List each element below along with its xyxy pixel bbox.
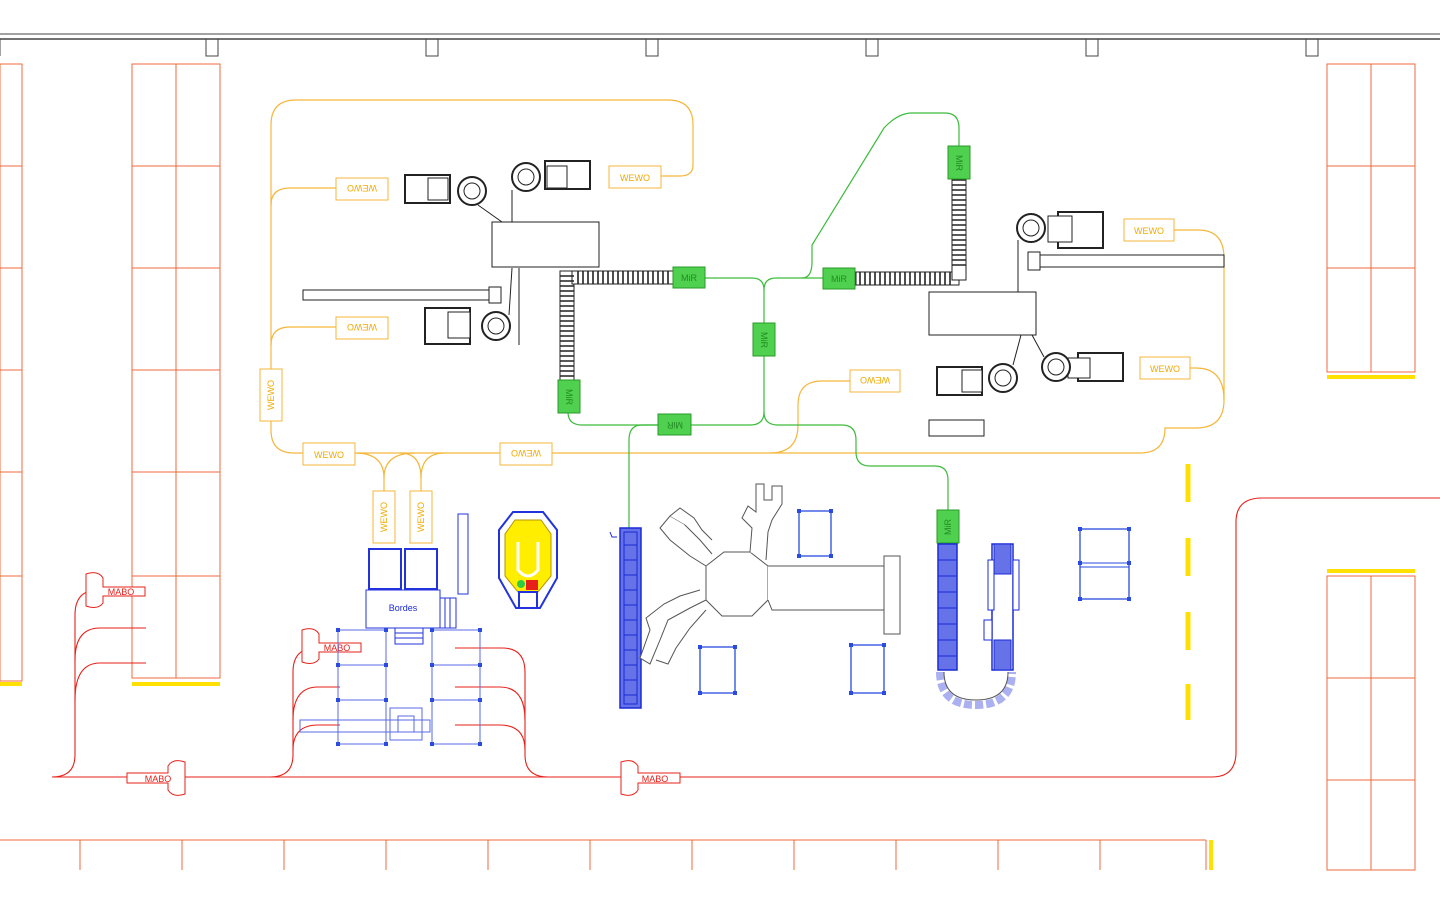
svg-text:MABO: MABO [324, 643, 351, 653]
mabo-label: MABO [620, 760, 681, 796]
conveyor-lines [559, 169, 967, 387]
mir-label: MiR [657, 413, 692, 436]
red-routes [51, 497, 1440, 778]
blue-conveyor-left [609, 527, 642, 709]
mir-label: MiR [557, 379, 581, 414]
mir-label: MiR [752, 322, 776, 357]
svg-text:WEWO: WEWO [266, 380, 276, 410]
wewo-label: WEWO [1123, 218, 1175, 242]
svg-text:MiR: MiR [831, 274, 847, 284]
machine-cell-left [302, 160, 600, 345]
wewo-label: WEWO [335, 316, 389, 340]
wewo-label: WEWO [499, 442, 553, 466]
machine-table [928, 291, 1037, 336]
central-robot [639, 483, 901, 665]
mabo-labels: MABO MABO MABO MABO [85, 572, 681, 796]
wewo-labels: WEWO WEWO WEWO WEWO WEWO WEWO WEWO WEWO … [259, 165, 1191, 544]
svg-text:MABO: MABO [145, 774, 172, 784]
svg-text:WEWO: WEWO [511, 448, 541, 458]
svg-text:WEWO: WEWO [416, 502, 426, 532]
svg-text:MABO: MABO [108, 587, 135, 597]
floor-markers [0, 375, 1415, 870]
wewo-label: WEWO [608, 165, 662, 189]
svg-text:WEWO: WEWO [314, 450, 344, 460]
mabo-label: MABO [301, 628, 362, 664]
mir-label: MiR [822, 267, 856, 290]
wewo-label: WEWO [1139, 356, 1191, 380]
svg-text:MiR: MiR [564, 389, 574, 405]
svg-text:MiR: MiR [681, 273, 697, 283]
yellow-routes [270, 99, 1225, 491]
green-routes [567, 112, 960, 528]
blue-u-conveyor [936, 543, 1020, 710]
robot-cell [498, 511, 558, 609]
rack-left [131, 63, 221, 679]
wewo-label: WEWO [335, 177, 389, 201]
mir-label: MiR [936, 509, 960, 544]
svg-text:WEWO: WEWO [1134, 226, 1164, 236]
wewo-label: WEWO [409, 490, 433, 544]
machine-cell-right [928, 211, 1225, 437]
machine-table [491, 221, 600, 268]
svg-text:MiR: MiR [943, 519, 953, 535]
svg-text:WEWO: WEWO [860, 375, 890, 385]
conveyor-rollers [560, 174, 966, 382]
bordes-workstation: Bordes [299, 513, 481, 745]
svg-text:WEWO: WEWO [347, 322, 377, 332]
svg-text:MiR: MiR [759, 332, 769, 348]
mabo-label: MABO [85, 572, 146, 608]
storage-racks [0, 63, 1416, 871]
bordes-label: Bordes [389, 603, 418, 613]
svg-text:WEWO: WEWO [347, 183, 377, 193]
wewo-label: WEWO [372, 490, 396, 544]
svg-text:WEWO: WEWO [1150, 364, 1180, 374]
svg-text:MiR: MiR [954, 155, 964, 171]
wewo-label: WEWO [302, 442, 356, 466]
rack-left-edge [0, 63, 23, 682]
wewo-label: WEWO [849, 369, 901, 393]
mir-label: MiR [672, 266, 706, 289]
svg-text:MABO: MABO [642, 774, 669, 784]
rack-bottom [0, 839, 1207, 870]
wewo-label: WEWO [259, 368, 283, 422]
svg-text:WEWO: WEWO [379, 502, 389, 532]
rack-right-bottom [1326, 575, 1416, 871]
mir-markers: MiR MiR MiR MiR MiR MiR MiR [557, 145, 971, 544]
mir-label: MiR [947, 145, 971, 180]
building-wall [0, 33, 1440, 57]
svg-text:WEWO: WEWO [620, 173, 650, 183]
mabo-label: MABO [126, 760, 186, 796]
rack-right-top [1326, 63, 1416, 373]
corner-markers [336, 509, 1131, 746]
svg-text:MiR: MiR [667, 420, 683, 430]
